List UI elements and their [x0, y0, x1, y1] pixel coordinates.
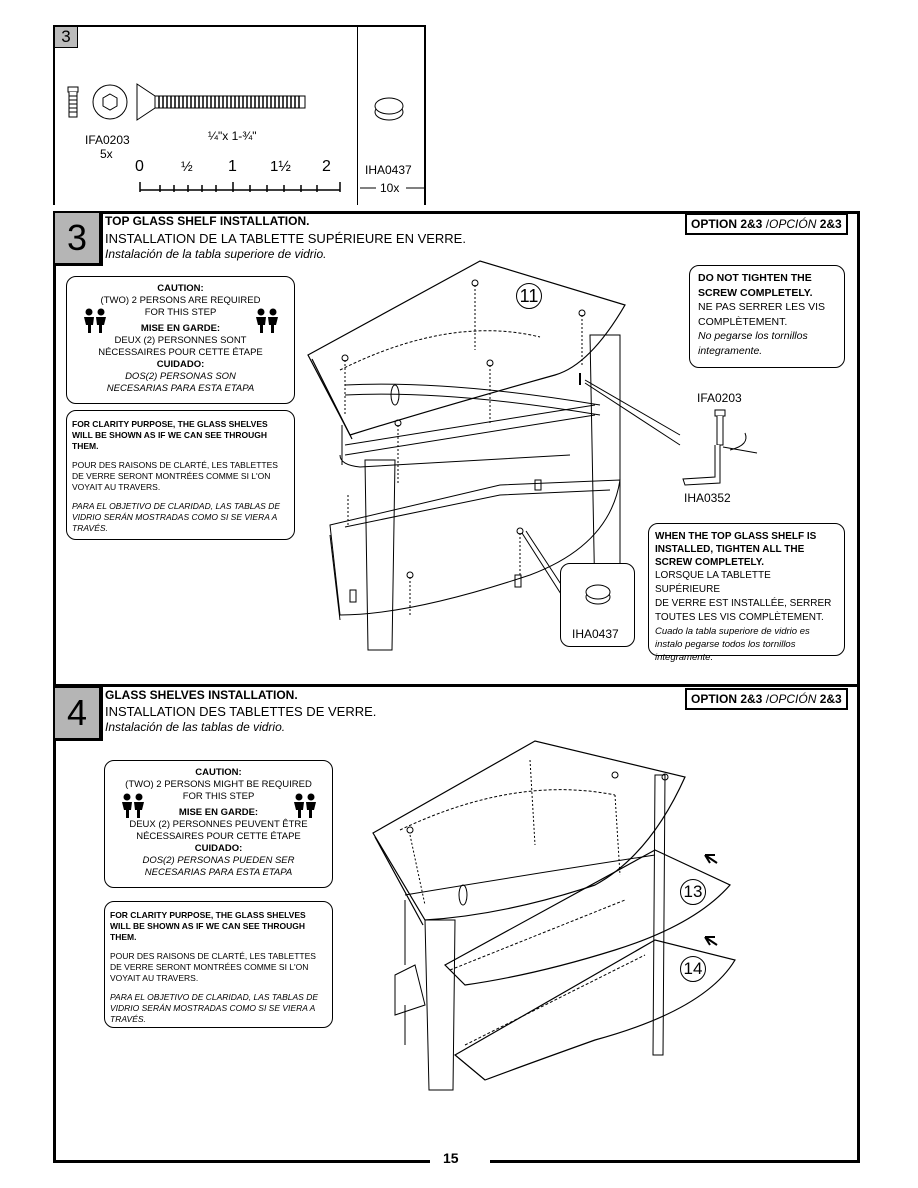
pad-icon [585, 584, 611, 605]
hardware-step-number: 3 [55, 27, 78, 48]
hardware-screw-size: ¼"x 1-¾" [208, 129, 257, 143]
step3-title-en: TOP GLASS SHELF INSTALLATION. [105, 214, 310, 228]
pad-icon [374, 97, 404, 121]
two-persons-icon [294, 793, 316, 818]
hardware-screw-code: IFA0203 [85, 133, 130, 147]
step3-no-tighten-note: DO NOT TIGHTEN THE SCREW COMPLETELY. NE … [689, 265, 845, 368]
step3-stand-illustration [307, 260, 681, 651]
ruler-icon [139, 182, 341, 192]
step3-wrench-code: IHA0352 [684, 491, 731, 505]
step4-clarity-box: FOR CLARITY PURPOSE, THE GLASS SHELVES W… [104, 901, 333, 1028]
screw-head-icon [92, 84, 128, 120]
step4-option-label: OPTION 2&3 /OPCIÓN 2&3 [685, 688, 848, 710]
two-persons-icon [84, 308, 106, 333]
hardware-pad-code: IHA0437 [365, 163, 412, 177]
step3-screw-code: IFA0203 [697, 391, 742, 405]
step3-pad-code: IHA0437 [572, 627, 619, 641]
step4-title-es: Instalación de las tablas de vidrio. [105, 720, 286, 734]
ruler-label-0: 0 [135, 158, 144, 175]
step4-stand-illustration [372, 740, 736, 1091]
hardware-illustration [67, 83, 341, 192]
page-number-bg [430, 1146, 490, 1172]
step3-number: 3 [53, 211, 101, 265]
step3-title-es: Instalación de la tabla superiore de vid… [105, 247, 327, 261]
step4-number-underline [53, 739, 103, 741]
step3-header-rule [101, 211, 103, 265]
ruler-label-half: ½ [181, 158, 193, 174]
ruler-label-1: 1 [228, 158, 237, 175]
hardware-screw-qty: 5x [100, 147, 113, 161]
step3-part-11: 11 [516, 283, 542, 309]
step3-pad-callout [560, 563, 635, 647]
page-number: 15 [443, 1150, 459, 1166]
step3-option-label: OPTION 2&3 /OPCIÓN 2&3 [685, 213, 848, 235]
screw-wrench-icon [682, 409, 758, 486]
ruler-label-2: 2 [322, 158, 331, 175]
pad-qty-line [360, 187, 424, 189]
step3-clarity-box: FOR CLARITY PURPOSE, THE GLASS SHELVES W… [66, 410, 295, 540]
hardware-pad-qty: 10x [380, 181, 400, 195]
step4-title-en: GLASS SHELVES INSTALLATION. [105, 688, 298, 702]
step3-title-fr: INSTALLATION DE LA TABLETTE SUPÉRIEURE E… [105, 231, 466, 246]
step3-tighten-note: WHEN THE TOP GLASS SHELF IS INSTALLED, T… [648, 523, 845, 663]
hardware-panel [53, 25, 426, 205]
step3-number-underline [53, 264, 103, 266]
step4-caution-box: CAUTION: (TWO) 2 PERSONS MIGHT BE REQUIR… [104, 760, 333, 888]
step4-part-13: 13 [680, 879, 706, 905]
hardware-divider [357, 25, 358, 205]
step3-caution-box: CAUTION: (TWO) 2 PERSONS ARE REQUIRED FO… [66, 276, 295, 404]
step4-header-rule [101, 686, 103, 740]
step4-part-14: 14 [680, 956, 706, 982]
two-persons-icon [122, 793, 144, 818]
step4-title-fr: INSTALLATION DES TABLETTES DE VERRE. [105, 704, 377, 719]
ruler-label-1-half: 1½ [270, 158, 291, 175]
screw-small-icon [67, 86, 79, 118]
step-divider [53, 684, 860, 687]
step4-number: 4 [53, 686, 101, 740]
two-persons-icon [256, 308, 278, 333]
screw-long-icon [136, 83, 306, 121]
